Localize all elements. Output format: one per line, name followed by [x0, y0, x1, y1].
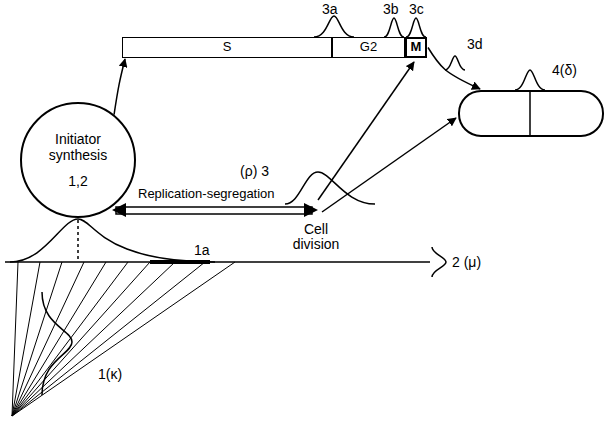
connector-arrow: [114, 59, 125, 115]
callout-number: 3c: [409, 1, 424, 17]
division-arrow: [322, 118, 456, 212]
process-label: Replication-segregation: [138, 187, 275, 202]
axis-line: [5, 261, 430, 263]
callout-number: 3d: [467, 36, 483, 52]
phase-box: M: [405, 37, 427, 58]
dashed-line: [77, 220, 79, 262]
node-text: G2: [360, 40, 377, 55]
fan-line: [12, 262, 106, 416]
phase-segment: G2: [332, 37, 405, 58]
node-text: S: [223, 40, 232, 55]
peak-3a: [314, 16, 354, 37]
node-text: Initiator synthesis: [36, 131, 120, 163]
initiator-circle: Initiator synthesis 1,2: [20, 102, 136, 218]
callout-number: 1(κ): [98, 366, 122, 382]
cell-divider: [529, 91, 531, 136]
fan-line: [12, 262, 150, 416]
peak-mu: [432, 247, 446, 277]
fan-line: [12, 262, 18, 416]
callout-number: 3b: [383, 1, 399, 17]
fan-line: [12, 262, 175, 416]
callout-number: (ρ) 3: [240, 163, 269, 179]
callout-number: 1a: [194, 242, 210, 258]
node-text: 1,2: [68, 173, 87, 189]
fan-line: [12, 262, 128, 416]
bar-head: [304, 203, 318, 217]
fan-lines: [12, 262, 235, 416]
fan-line: [12, 262, 84, 416]
division-arrow: [318, 62, 414, 200]
connector-arrow: [428, 48, 480, 90]
fan-line: [12, 262, 205, 416]
node-text: M: [411, 40, 422, 55]
peak-3b: [384, 18, 404, 37]
peak-3c: [406, 18, 426, 37]
callout-number: 3a: [322, 1, 338, 17]
callout-number: 2 (μ): [452, 254, 481, 270]
fan-line: [12, 262, 235, 416]
node-text: 4(δ): [552, 62, 577, 78]
phase-segment: S: [122, 37, 332, 58]
bar-head: [112, 203, 126, 217]
replication-bar: [116, 207, 312, 214]
peak-3d: [445, 56, 465, 70]
event-label: Cell division: [290, 222, 342, 253]
initiator-curve: [10, 219, 215, 262]
peak-4: [515, 70, 545, 90]
peak-rho: [285, 172, 375, 204]
cell-shape: 4(δ): [458, 90, 604, 137]
segment-1a: [150, 260, 210, 264]
